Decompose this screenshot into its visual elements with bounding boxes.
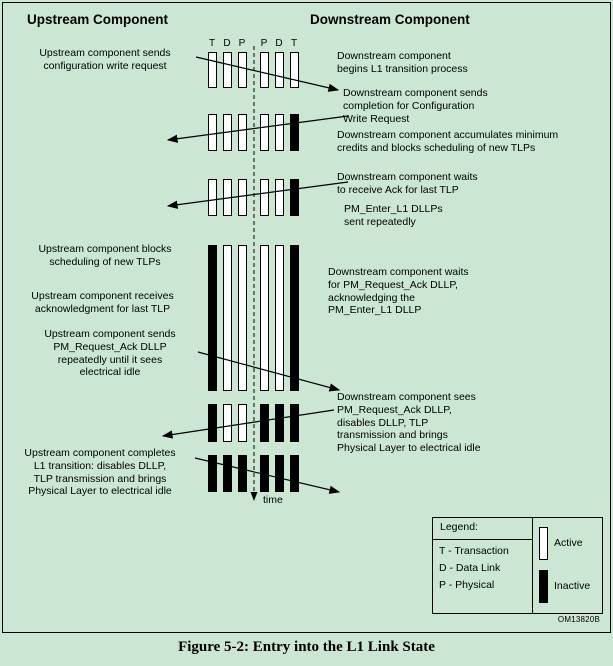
layer-bar-active <box>238 179 247 216</box>
layer-bar-active <box>275 179 284 216</box>
layer-bar-active <box>223 245 232 391</box>
downstream-component-header: Downstream Component <box>310 12 470 27</box>
legend-active-bar-swatch <box>539 527 548 560</box>
legend-active-label: Active <box>554 537 583 549</box>
legend: Legend: T - Transaction D - Data Link P … <box>432 517 603 614</box>
left-annotation-config-write: Upstream component sends configuration w… <box>39 47 171 72</box>
upstream-component-header: Upstream Component <box>27 12 169 27</box>
layer-bar-inactive <box>238 455 247 492</box>
layer-bar-active <box>275 245 284 391</box>
legend-entry-physical: P - Physical <box>439 579 495 591</box>
left-annotation-sends-pm-request-ack: Upstream component sends PM_Request_Ack … <box>44 328 176 379</box>
legend-inactive-bar-swatch <box>539 570 548 603</box>
layer-bar-active <box>260 179 269 216</box>
column-letter-datalink-ds: D <box>275 38 283 49</box>
layer-bar-active <box>238 52 247 88</box>
left-annotation-completes-l1: Upstream component completes L1 transiti… <box>24 447 176 498</box>
layer-bar-inactive <box>223 455 232 492</box>
layer-bar-active <box>260 245 269 391</box>
layer-bar-active <box>238 404 247 442</box>
right-annotation-begins-l1: Downstream component begins L1 transitio… <box>337 50 468 75</box>
diagram-border <box>2 2 611 633</box>
layer-bar-active <box>260 114 269 151</box>
layer-bar-active <box>260 52 269 88</box>
layer-bar-active <box>275 114 284 151</box>
layer-bar-inactive <box>275 404 284 442</box>
layer-bar-active <box>223 114 232 151</box>
layer-bar-inactive <box>290 179 299 216</box>
layer-bar-active <box>275 52 284 88</box>
layer-bar-inactive <box>290 404 299 442</box>
right-annotation-pm-enter-l1: PM_Enter_L1 DLLPs sent repeatedly <box>344 203 443 228</box>
layer-bar-inactive <box>208 404 217 442</box>
left-annotation-blocks-tlps: Upstream component blocks scheduling of … <box>38 243 172 268</box>
layer-bar-active <box>208 52 217 88</box>
layer-bar-active <box>208 179 217 216</box>
legend-divider-vertical <box>532 518 533 613</box>
layer-bar-inactive <box>275 455 284 492</box>
layer-bar-inactive <box>260 455 269 492</box>
figure-caption: Figure 5-2: Entry into the L1 Link State <box>178 639 435 655</box>
column-letter-transaction: T <box>208 38 216 49</box>
layer-bar-active <box>290 52 299 88</box>
right-annotation-waits-pm-request-ack: Downstream component waits for PM_Reques… <box>328 266 469 317</box>
legend-title: Legend: <box>440 521 478 533</box>
time-axis-label: time <box>263 494 283 506</box>
layer-bar-inactive <box>290 114 299 151</box>
legend-entry-transaction: T - Transaction <box>439 545 509 557</box>
legend-divider-horizontal <box>433 539 532 540</box>
layer-bar-inactive <box>290 455 299 492</box>
right-annotation-sees-pm-request-ack: Downstream component sees PM_Request_Ack… <box>337 391 481 455</box>
right-annotation-accumulates-credits: Downstream component accumulates minimum… <box>337 129 559 154</box>
layer-bar-active <box>223 404 232 442</box>
column-letter-datalink: D <box>223 38 231 49</box>
layer-bar-inactive <box>208 455 217 492</box>
layer-bar-inactive <box>290 245 299 391</box>
figure-id: OM13820B <box>557 615 600 624</box>
layer-bar-active <box>223 52 232 88</box>
layer-bar-inactive <box>208 245 217 391</box>
column-letter-transaction-ds: T <box>290 38 298 49</box>
legend-entry-datalink: D - Data Link <box>439 562 501 574</box>
right-annotation-sends-completion: Downstream component sends completion fo… <box>343 87 488 125</box>
layer-bar-active <box>238 245 247 391</box>
layer-bar-active <box>208 114 217 151</box>
left-annotation-receives-ack: Upstream component receives acknowledgme… <box>31 290 174 315</box>
legend-inactive-label: Inactive <box>554 580 591 592</box>
column-letter-physical: P <box>238 38 246 49</box>
column-letter-physical-ds: P <box>260 38 268 49</box>
layer-bar-active <box>238 114 247 151</box>
layer-bar-active <box>223 179 232 216</box>
layer-bar-inactive <box>260 404 269 442</box>
right-annotation-waits-ack: Downstream component waits to receive Ac… <box>337 171 478 196</box>
